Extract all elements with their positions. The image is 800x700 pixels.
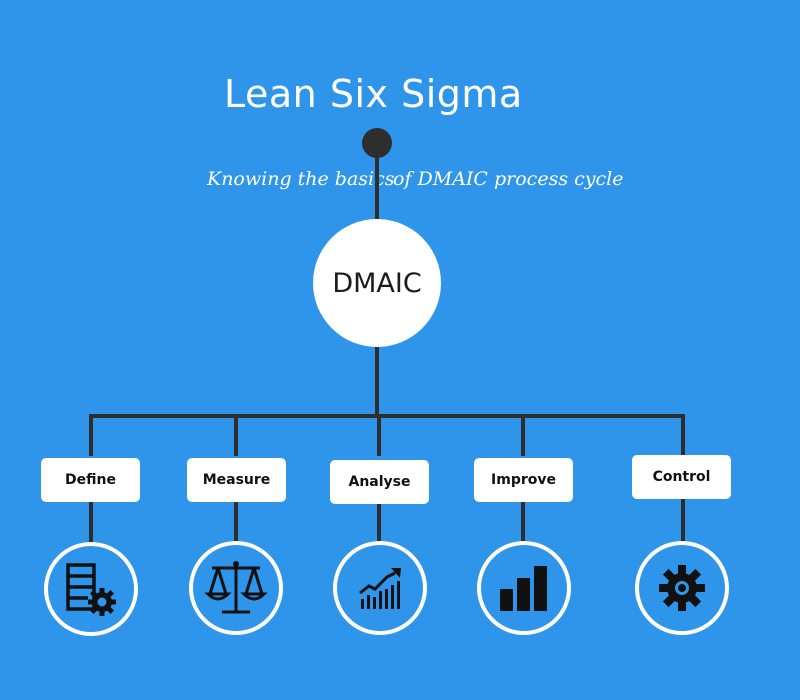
branch-line-define xyxy=(89,414,93,456)
scale-icon xyxy=(204,561,268,614)
step-box-improve: Improve xyxy=(474,458,573,502)
step-label-analyse: Analyse xyxy=(348,474,411,490)
drop-line-measure xyxy=(234,500,238,545)
stem-bottom-line xyxy=(375,345,379,418)
step-label-define: Define xyxy=(65,472,116,488)
branch-line-improve xyxy=(521,414,525,456)
branch-line-measure xyxy=(234,414,238,456)
subtitle-left: Knowing the basics xyxy=(207,168,395,190)
diagram-title: Lean Six Sigma xyxy=(224,72,523,116)
branch-line-control xyxy=(681,414,685,456)
bar-chart-icon xyxy=(500,566,547,611)
stem-top-line xyxy=(375,150,379,222)
drop-line-define xyxy=(89,500,93,545)
drop-line-control xyxy=(681,495,685,545)
gear-icon xyxy=(659,565,705,611)
subtitle-right: of DMAIC process cycle xyxy=(393,168,624,190)
center-node: DMAIC xyxy=(313,219,441,347)
step-box-define: Define xyxy=(41,458,140,502)
icon-circle-improve xyxy=(477,541,571,635)
step-label-improve: Improve xyxy=(491,472,556,488)
step-box-control: Control xyxy=(632,455,731,499)
step-box-analyse: Analyse xyxy=(330,460,429,504)
step-label-measure: Measure xyxy=(202,472,271,488)
icon-circle-control xyxy=(635,541,729,635)
branch-horizontal-line xyxy=(89,414,685,418)
icon-circle-analyse xyxy=(333,541,427,635)
trend-chart-icon xyxy=(359,568,401,609)
center-label: DMAIC xyxy=(332,267,422,299)
top-knob xyxy=(362,128,392,158)
branch-line-analyse xyxy=(377,414,381,456)
icon-circle-define xyxy=(44,542,138,636)
icon-circle-measure xyxy=(189,541,283,635)
step-box-measure: Measure xyxy=(187,458,286,502)
drop-line-improve xyxy=(521,500,525,545)
drop-line-analyse xyxy=(377,500,381,545)
step-label-control: Control xyxy=(652,469,711,485)
table-gear-icon xyxy=(66,563,116,616)
